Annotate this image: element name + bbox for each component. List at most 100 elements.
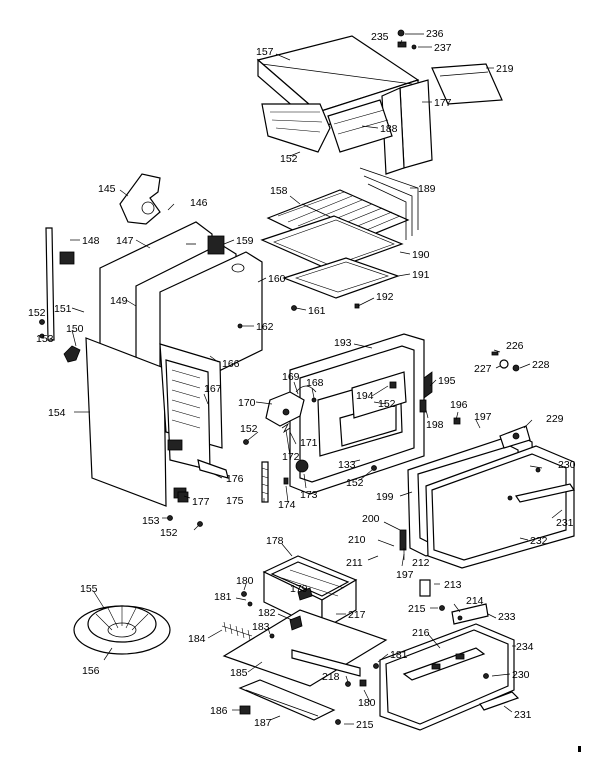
drawer-liner-216 xyxy=(402,647,486,681)
label-183: 183 xyxy=(252,621,270,633)
label-219: 219 xyxy=(496,63,514,75)
label-229: 229 xyxy=(546,413,564,425)
label-155: 155 xyxy=(80,583,98,595)
label-152-top: 152 xyxy=(280,153,298,165)
label-211: 211 xyxy=(346,557,363,569)
screw-215 xyxy=(335,719,341,725)
label-173: 173 xyxy=(300,489,318,501)
label-171: 171 xyxy=(300,437,318,449)
label-158: 158 xyxy=(270,185,288,197)
rod-175 xyxy=(261,461,269,503)
feet-153-152 xyxy=(167,515,203,527)
label-235: 235 xyxy=(371,31,389,43)
screw-174 xyxy=(283,477,289,485)
pins-152-153 xyxy=(39,319,45,339)
screw-218 xyxy=(345,681,351,687)
leader-lines xyxy=(70,33,563,725)
label-188: 188 xyxy=(380,123,398,135)
bearing-173 xyxy=(295,459,309,473)
label-153-low: 153 xyxy=(142,515,160,527)
hinge-150 xyxy=(63,345,81,363)
label-161: 161 xyxy=(308,305,326,317)
drawer-bottom-185 xyxy=(222,609,388,687)
label-237: 237 xyxy=(434,42,452,54)
label-197-lower: 197 xyxy=(396,569,414,581)
label-180-lower: 180 xyxy=(358,697,376,709)
screw-230-lower xyxy=(483,673,489,679)
label-177-low: 177 xyxy=(192,496,210,508)
oven-frame-193 xyxy=(289,333,425,495)
handle-231-lower xyxy=(479,691,520,711)
label-148: 148 xyxy=(82,235,100,247)
parts-180-181-182-183 xyxy=(241,591,303,639)
label-170: 170 xyxy=(238,397,256,409)
clip-213 xyxy=(419,579,431,597)
door-glass-232 xyxy=(425,445,575,569)
label-159: 159 xyxy=(236,235,254,247)
label-199: 199 xyxy=(376,491,394,503)
label-231-upper: 231 xyxy=(556,517,574,529)
label-150: 150 xyxy=(66,323,84,335)
burner-bowl-155-156 xyxy=(73,605,171,655)
label-232: 232 xyxy=(530,535,548,547)
pin-198 xyxy=(419,399,427,413)
label-213: 213 xyxy=(444,579,462,591)
page-mark xyxy=(578,746,581,752)
clip-235 xyxy=(397,41,407,48)
label-190: 190 xyxy=(412,249,430,261)
label-189: 189 xyxy=(418,183,436,195)
label-198: 198 xyxy=(426,419,444,431)
label-227: 227 xyxy=(474,363,492,375)
screw-236 xyxy=(397,29,405,37)
bracket-233 xyxy=(451,603,489,625)
label-192: 192 xyxy=(376,291,394,303)
slide-217 xyxy=(291,649,361,677)
label-186: 186 xyxy=(210,705,228,717)
label-194: 194 xyxy=(356,390,374,402)
label-166: 166 xyxy=(222,358,240,370)
label-153-left: 153 xyxy=(36,333,54,345)
label-181-lower: 181 xyxy=(390,649,408,661)
clip-194 xyxy=(389,381,397,389)
clip-196 xyxy=(453,417,461,425)
label-215-upper: 215 xyxy=(408,603,426,615)
label-181-upper: 181 xyxy=(214,591,232,603)
label-187: 187 xyxy=(254,717,272,729)
label-215-lower: 215 xyxy=(356,719,374,731)
label-152-mid: 152 xyxy=(378,398,396,410)
label-234: 234 xyxy=(516,641,534,653)
label-230-upper: 230 xyxy=(558,459,576,471)
label-156: 156 xyxy=(82,665,100,677)
label-147: 147 xyxy=(116,235,134,247)
label-151: 151 xyxy=(54,303,72,315)
label-185: 185 xyxy=(230,667,248,679)
label-218: 218 xyxy=(322,671,340,683)
screw-215-right xyxy=(439,605,445,611)
label-197-upper: 197 xyxy=(474,411,492,423)
door-trim-229 xyxy=(499,425,531,449)
handle-231 xyxy=(515,483,575,503)
label-214: 214 xyxy=(466,595,484,607)
screw-161 xyxy=(291,305,297,311)
label-162: 162 xyxy=(256,321,274,333)
label-175: 175 xyxy=(226,495,244,507)
label-169: 169 xyxy=(282,371,300,383)
label-133: 133 xyxy=(338,459,356,471)
label-226: 226 xyxy=(506,340,524,352)
label-180-upper: 180 xyxy=(236,575,254,587)
screw-152-center xyxy=(243,439,377,471)
cover-219 xyxy=(431,63,503,105)
label-228: 228 xyxy=(532,359,550,371)
part-labels: 236 235 237 157 219 177 188 152 189 158 … xyxy=(28,28,576,731)
label-154: 154 xyxy=(48,407,66,419)
bracket-145-146 xyxy=(119,173,161,225)
clip-186 xyxy=(239,705,251,715)
label-191: 191 xyxy=(412,269,430,281)
label-184: 184 xyxy=(188,633,206,645)
label-200: 200 xyxy=(362,513,380,525)
label-178: 178 xyxy=(266,535,284,547)
connector-159 xyxy=(207,235,225,255)
rail-187 xyxy=(238,679,336,721)
label-196: 196 xyxy=(450,399,468,411)
